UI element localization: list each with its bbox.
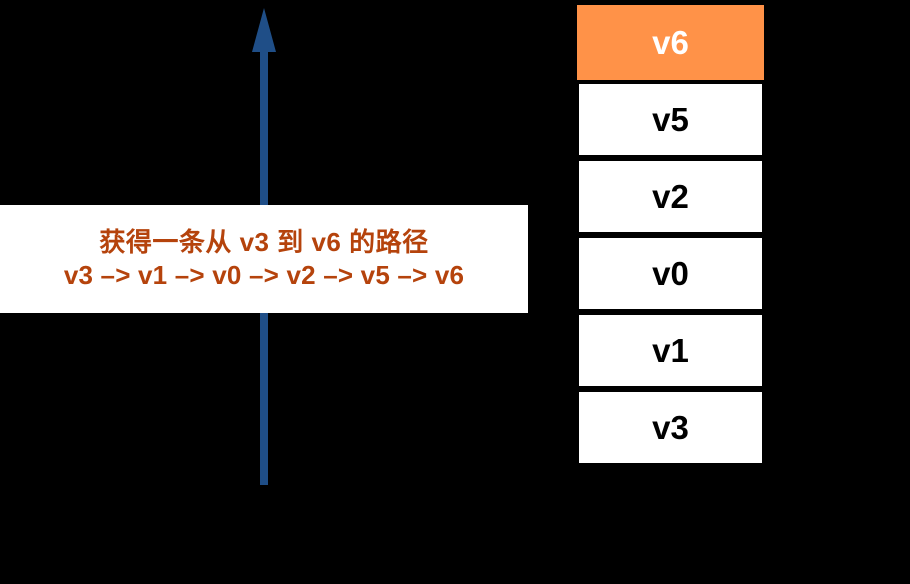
stack-cell-label: v1 — [652, 332, 689, 369]
stack-cell-label: v5 — [652, 101, 689, 138]
stack-cell-v1[interactable]: v1 — [577, 313, 764, 388]
path-stack: v6 v5 v2 v0 v1 v3 — [577, 5, 764, 465]
caption-path: v3 –> v1 –> v0 –> v2 –> v5 –> v6 — [63, 260, 465, 290]
stack-cell-v0[interactable]: v0 — [577, 236, 764, 311]
stack-cell-label: v3 — [652, 409, 689, 446]
stack-cell-v3[interactable]: v3 — [577, 390, 764, 465]
stack-cell-v6[interactable]: v6 — [577, 5, 764, 80]
path-caption-box: 获得一条从 v3 到 v6 的路径 v3 –> v1 –> v0 –> v2 –… — [0, 205, 528, 313]
stack-cell-label: v6 — [652, 24, 689, 61]
stack-cell-v2[interactable]: v2 — [577, 159, 764, 234]
stack-cell-label: v0 — [652, 255, 689, 292]
caption-title: 获得一条从 v3 到 v6 的路径 — [99, 227, 429, 258]
stack-cell-label: v2 — [652, 178, 689, 215]
stack-cell-v5[interactable]: v5 — [577, 82, 764, 157]
arrow-head-icon — [252, 8, 276, 52]
